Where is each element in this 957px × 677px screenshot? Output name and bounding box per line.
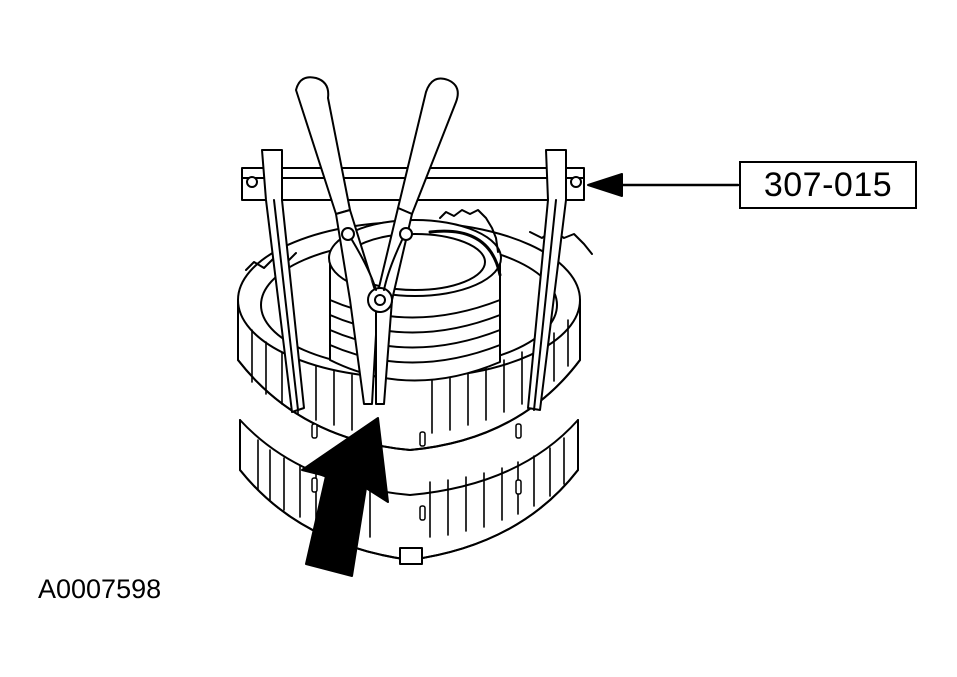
- direction-arrow-icon: [301, 417, 389, 577]
- figure-id-label: A0007598: [38, 574, 162, 604]
- tool-number-callout: 307-015: [739, 161, 917, 209]
- leader-arrow-icon: [587, 173, 740, 197]
- snap-ring-pliers: [295, 76, 459, 405]
